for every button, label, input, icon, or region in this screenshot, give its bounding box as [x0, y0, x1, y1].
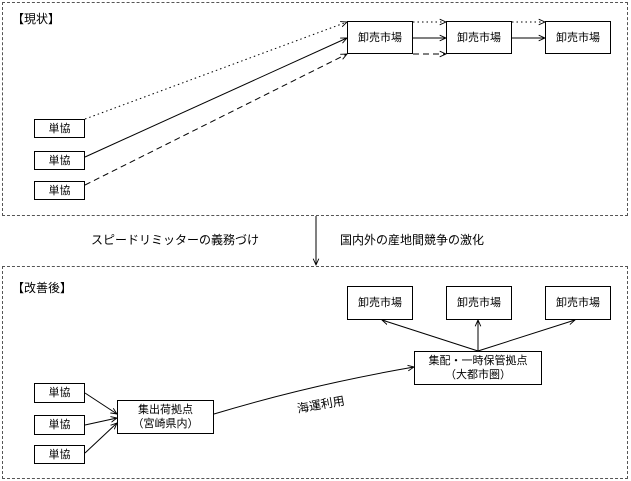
origin-box: 単協: [34, 445, 85, 464]
market-box: 卸売市場: [347, 21, 413, 54]
collection-hub-name: 集出荷拠点: [138, 403, 193, 416]
hub-market-link-1: [382, 320, 479, 352]
origin-box: 単協: [34, 119, 85, 138]
improved-state-panel: [2, 266, 628, 479]
after-origin-link-1: [84, 392, 117, 414]
competition-label: 国内外の産地間競争の激化: [340, 233, 485, 247]
origin-box: 単協: [34, 383, 85, 403]
improved-state-title: 【改善後】: [12, 281, 73, 295]
market-box: 卸売市場: [545, 21, 611, 54]
distribution-hub-location: （大都市圏）: [445, 368, 511, 381]
origin-box: 単協: [34, 151, 85, 170]
distribution-hub-name: 集配・一時保管拠点: [428, 354, 528, 367]
hub-market-link-3: [477, 320, 575, 352]
origin-box: 単協: [34, 181, 85, 200]
dotted-route-line: [84, 22, 347, 120]
current-state-panel: [2, 2, 628, 216]
distribution-hub-box: 集配・一時保管拠点 （大都市圏）: [414, 351, 542, 385]
origin-box: 単協: [34, 415, 85, 435]
current-state-title: 【現状】: [12, 12, 61, 26]
after-origin-link-3: [84, 423, 117, 454]
after-origin-link-2: [84, 418, 117, 426]
dashed-route-line: [84, 54, 347, 186]
market-box: 卸売市場: [446, 286, 512, 320]
collection-hub-location: （宮崎県内）: [132, 417, 199, 430]
market-box: 卸売市場: [545, 286, 611, 320]
speed-limiter-label: スピードリミッターの義務づけ: [91, 233, 260, 247]
collection-hub-box: 集出荷拠点 （宮崎県内）: [117, 400, 214, 434]
sea-route-curve: [213, 367, 414, 415]
market-box: 卸売市場: [347, 286, 413, 320]
solid-route-line: [84, 38, 347, 158]
market-box: 卸売市場: [446, 21, 512, 54]
